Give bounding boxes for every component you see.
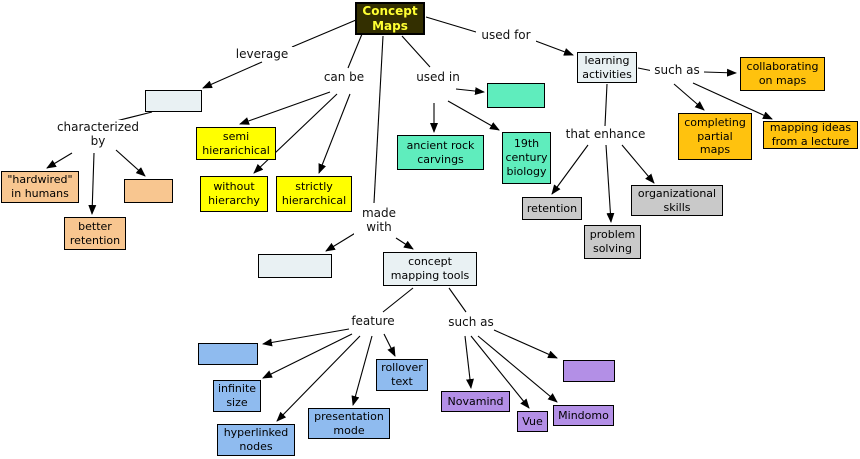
node-19th-century-biology[interactable]: 19th century biology <box>502 132 551 184</box>
phrase-such-as-activities[interactable]: such as <box>650 63 704 78</box>
node-blank-leverage-target[interactable] <box>145 90 202 112</box>
edge-characterized-blankpeach <box>115 149 146 177</box>
node-completing-partial-maps[interactable]: completing partial maps <box>678 113 752 160</box>
node-without-hierarchy[interactable]: without hierarchy <box>200 176 268 212</box>
node-concept-maps[interactable]: Concept Maps <box>355 2 425 35</box>
edge-thatenhance-organizational <box>621 144 655 184</box>
edge-learning-thatenhance <box>604 83 608 127</box>
edge-feature-presentation <box>351 335 373 406</box>
edge-madewith-cmt <box>395 237 414 250</box>
edge-feature-blankblue <box>262 328 350 347</box>
node-infinite-size[interactable]: infinite size <box>213 380 261 412</box>
edge-usedin-blankgreen <box>455 87 485 96</box>
phrase-can-be[interactable]: can be <box>318 70 370 85</box>
edge-characterized-hardwired <box>46 152 73 169</box>
edge-characterized-better-retention <box>88 152 97 215</box>
node-learning-activities[interactable]: learning activities <box>577 52 637 83</box>
edge-title-used-for <box>425 16 477 33</box>
node-concept-mapping-tools[interactable]: concept mapping tools <box>383 252 477 286</box>
edge-canbe-strictly <box>318 93 351 174</box>
phrase-used-for[interactable]: used for <box>476 28 536 43</box>
node-blank-green[interactable] <box>487 83 545 108</box>
edge-leverage-blankbox <box>202 61 263 89</box>
edge-title-leverage <box>291 19 357 48</box>
node-hardwired-in-humans[interactable]: "hardwired" in humans <box>1 171 79 203</box>
edge-suchas2-mindomo <box>477 335 558 403</box>
node-better-retention[interactable]: better retention <box>64 217 126 250</box>
edge-thatenhance-retention <box>551 144 589 195</box>
edge-blankbox-characterized-by <box>115 111 153 122</box>
edge-suchas-completing <box>673 83 705 111</box>
node-mapping-ideas-from-a-lecture[interactable]: mapping ideas from a lecture <box>763 121 858 149</box>
phrase-such-as-tools[interactable]: such as <box>444 315 498 330</box>
node-mindomo[interactable]: Mindomo <box>553 405 614 426</box>
phrase-that-enhance[interactable]: that enhance <box>562 127 649 142</box>
edge-cmt-feature <box>382 287 414 313</box>
node-blank-blue[interactable] <box>198 343 258 365</box>
edge-canbe-semi <box>239 91 331 125</box>
node-blank-light[interactable] <box>258 254 332 278</box>
node-vue[interactable]: Vue <box>517 411 548 432</box>
phrase-characterized-by[interactable]: characterized by <box>52 120 144 149</box>
node-ancient-rock-carvings[interactable]: ancient rock carvings <box>397 135 484 170</box>
node-retention[interactable]: retention <box>522 197 582 220</box>
edge-usedin-biology <box>447 100 500 131</box>
edge-feature-rollover <box>383 333 396 357</box>
edge-title-made-with <box>373 35 384 204</box>
edge-suchas2-vue <box>470 335 530 409</box>
edge-cmt-suchas2 <box>448 287 467 313</box>
node-blank-peach[interactable] <box>124 179 173 203</box>
edge-title-used-in <box>401 35 431 68</box>
node-organizational-skills[interactable]: organizational skills <box>631 185 723 216</box>
node-novamind[interactable]: Novamind <box>441 391 510 412</box>
edge-suchas-mappingideas <box>692 82 773 120</box>
edge-suchas-collaborating <box>703 68 737 77</box>
phrase-feature[interactable]: feature <box>346 314 400 329</box>
edge-usedfor-learning <box>532 39 574 56</box>
edge-suchas2-novamind <box>464 335 474 389</box>
node-semi-hierarichical[interactable]: semi hierarichical <box>196 127 276 160</box>
edge-feature-infinitesize <box>262 333 353 379</box>
node-hyperlinked-nodes[interactable]: hyperlinked nodes <box>217 424 295 456</box>
phrase-made-with[interactable]: made with <box>354 206 404 235</box>
node-strictly-hierarchical[interactable]: strictly hierarchical <box>276 176 352 212</box>
node-rollover-text[interactable]: rollover text <box>376 359 428 391</box>
edge-suchas2-blankpurple <box>493 329 558 359</box>
edge-feature-hyperlinked <box>276 335 361 422</box>
edge-title-can-be <box>347 33 363 69</box>
edge-madewith-blanklight <box>325 231 358 252</box>
node-blank-purple[interactable] <box>563 360 615 382</box>
phrase-leverage[interactable]: leverage <box>230 47 294 62</box>
node-problem-solving[interactable]: problem solving <box>584 225 641 259</box>
node-presentation-mode[interactable]: presentation mode <box>308 408 390 439</box>
phrase-used-in[interactable]: used in <box>415 70 461 85</box>
edge-thatenhance-problem <box>605 144 615 223</box>
node-collaborating-on-maps[interactable]: collaborating on maps <box>740 57 825 91</box>
